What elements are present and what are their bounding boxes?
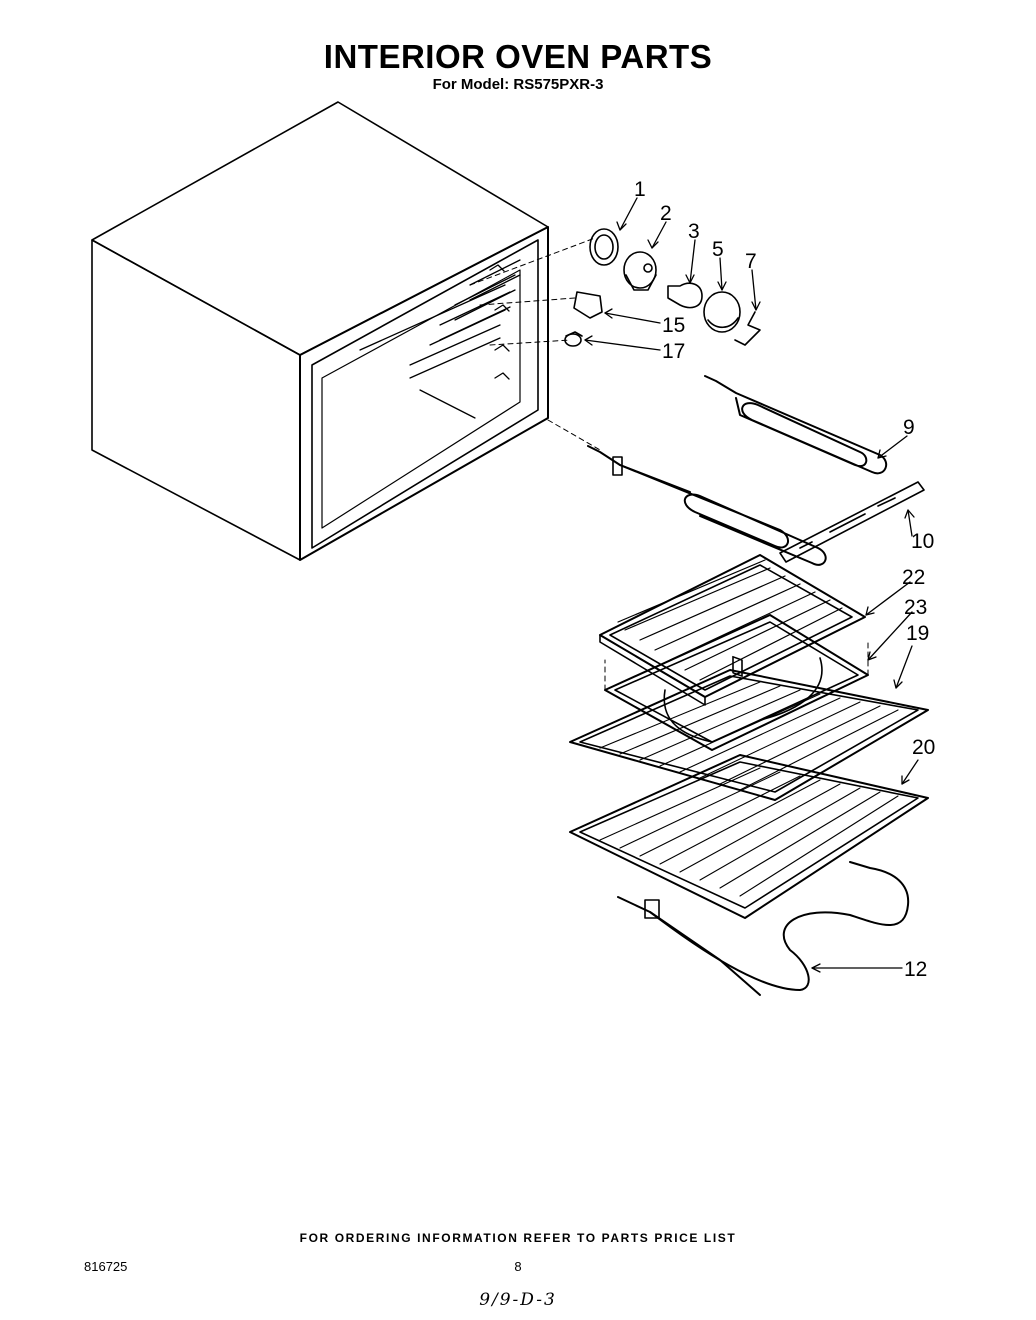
oven-rack-20 xyxy=(569,754,929,919)
model-subtitle: For Model: RS575PXR-3 xyxy=(432,76,604,93)
ordering-note: FOR ORDERING INFORMATION REFER TO PARTS … xyxy=(299,1231,737,1245)
callout-3: 3 xyxy=(688,220,700,243)
lamp-cover xyxy=(703,291,741,333)
broiler-grid xyxy=(599,554,866,706)
document-number: 816725 xyxy=(84,1259,128,1274)
callout-20: 20 xyxy=(912,736,935,759)
bracket-15 xyxy=(573,291,603,319)
lamp-housing-ring xyxy=(589,228,619,266)
oven-rack-19 xyxy=(569,669,929,801)
callout-10: 10 xyxy=(911,530,934,553)
bake-element xyxy=(587,445,827,566)
plug-17 xyxy=(564,331,583,347)
callout-9: 9 xyxy=(903,416,915,439)
callout-19: 19 xyxy=(906,622,929,645)
callout-15: 15 xyxy=(662,314,685,337)
oven-cavity xyxy=(91,101,549,561)
rack-guide-10 xyxy=(779,481,925,563)
light-bulb xyxy=(667,282,703,309)
callout-5: 5 xyxy=(712,238,724,261)
callout-7: 7 xyxy=(745,250,757,273)
assembly-lines xyxy=(469,237,601,451)
callout-labels: 1 2 3 5 7 15 17 9 10 22 23 19 20 12 xyxy=(634,178,935,981)
callout-2: 2 xyxy=(660,202,672,225)
handwritten-note: 9/9-D-3 xyxy=(479,1290,557,1310)
lamp-clip xyxy=(734,311,761,346)
callout-22: 22 xyxy=(902,566,925,589)
bottom-element-12 xyxy=(617,861,910,996)
page-title: INTERIOR OVEN PARTS xyxy=(323,38,713,75)
page-number: 8 xyxy=(514,1259,522,1274)
callout-17: 17 xyxy=(662,340,685,363)
callout-leaders xyxy=(584,197,919,973)
callout-12: 12 xyxy=(904,958,927,981)
callout-1: 1 xyxy=(634,178,646,201)
lamp-socket xyxy=(623,251,657,291)
callout-23: 23 xyxy=(904,596,927,619)
